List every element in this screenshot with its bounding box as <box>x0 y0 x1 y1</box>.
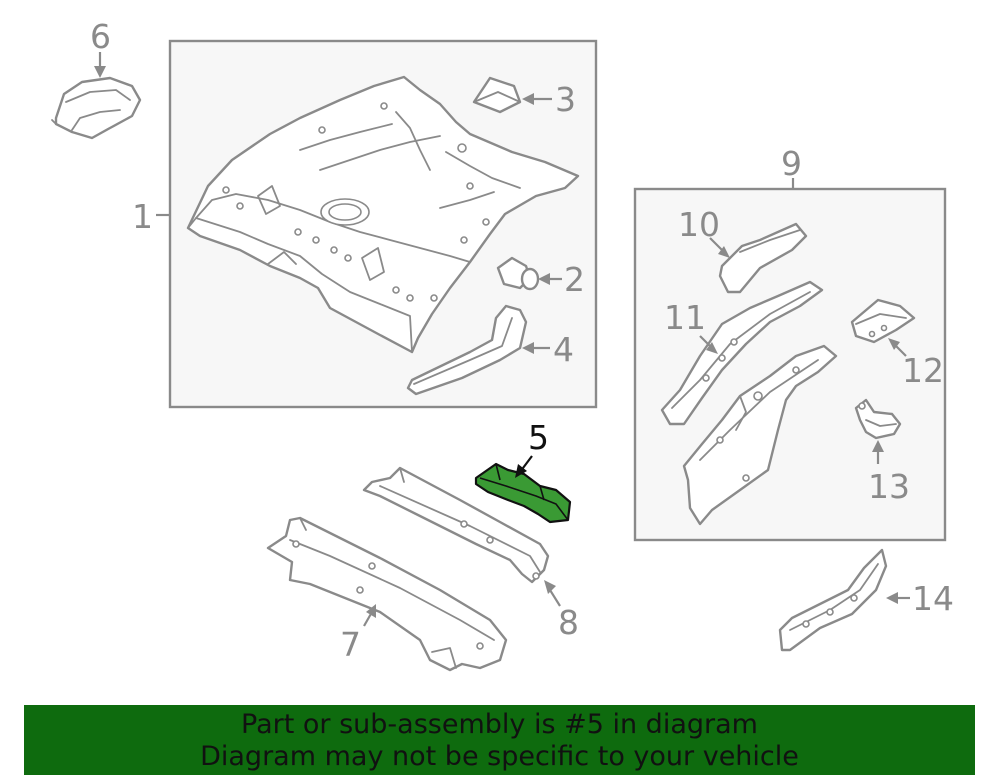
info-banner: Part or sub-assembly is #5 in diagram Di… <box>24 705 975 775</box>
part-6-bracket[interactable] <box>51 76 142 140</box>
callout-2: 2 <box>564 260 585 299</box>
callout-4: 4 <box>553 330 574 369</box>
callout-5: 5 <box>528 418 549 457</box>
callout-13: 13 <box>868 467 910 506</box>
banner-line-1: Part or sub-assembly is #5 in diagram <box>241 709 758 740</box>
part-13-bracket[interactable] <box>854 398 902 440</box>
part-4-side-member[interactable] <box>406 304 528 396</box>
part-2-clip[interactable] <box>496 256 540 291</box>
callout-3: 3 <box>555 80 576 119</box>
parts-diagram: 1 2 3 4 6 5 <box>51 17 954 672</box>
part-10-extension[interactable] <box>718 222 808 294</box>
callout-11: 11 <box>664 298 706 337</box>
part-14-extension[interactable] <box>778 548 888 652</box>
callout-8: 8 <box>558 603 579 642</box>
part-7-crossmember[interactable] <box>266 516 508 672</box>
callout-9: 9 <box>781 144 802 183</box>
callout-12: 12 <box>902 351 944 390</box>
part-3-bracket[interactable] <box>472 76 522 114</box>
callout-1: 1 <box>132 197 153 236</box>
callout-7: 7 <box>340 625 361 664</box>
callout-6: 6 <box>90 17 111 56</box>
part-11-lower-member[interactable] <box>682 344 838 526</box>
callout-10: 10 <box>678 205 720 244</box>
callout-14: 14 <box>912 579 954 618</box>
part-12-bracket[interactable] <box>850 298 916 344</box>
part-1-rear-floor-pan[interactable] <box>186 75 580 354</box>
part-5-crossmember-highlighted[interactable] <box>474 462 572 524</box>
banner-line-2: Diagram may not be specific to your vehi… <box>200 741 799 772</box>
part-11-side-member[interactable] <box>660 280 824 426</box>
part-8-crossmember[interactable] <box>362 466 550 584</box>
